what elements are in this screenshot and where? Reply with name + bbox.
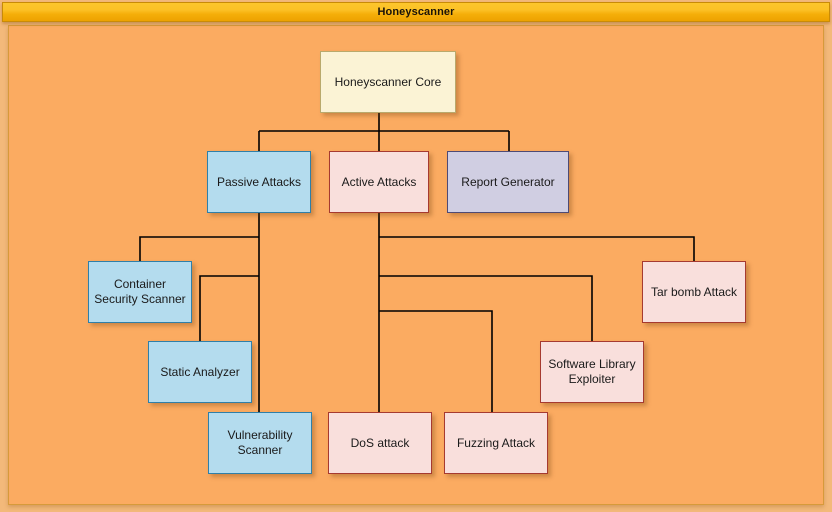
diagram-node-label: Static Analyzer [160, 364, 240, 379]
diagram-node-label: Fuzzing Attack [456, 435, 536, 450]
diagram-node-label: Tar bomb Attack [650, 284, 738, 299]
diagram-node-dos[interactable]: DoS attack [328, 412, 432, 474]
diagram-node-static[interactable]: Static Analyzer [148, 341, 252, 403]
diagram-node-label: Passive Attacks [216, 174, 302, 189]
diagram-node-report[interactable]: Report Generator [447, 151, 569, 213]
window-title-bar: Honeyscanner [2, 2, 830, 22]
connector-line [379, 275, 593, 341]
connector-line [139, 236, 259, 261]
diagram-node-tarbomb[interactable]: Tar bomb Attack [642, 261, 746, 323]
diagram-node-passive[interactable]: Passive Attacks [207, 151, 311, 213]
connector-line [199, 275, 259, 341]
diagram-node-label: DoS attack [350, 435, 410, 450]
diagram-node-label: Report Generator [461, 174, 555, 189]
edge-layer [139, 113, 695, 412]
diagram-node-fuzzing[interactable]: Fuzzing Attack [444, 412, 548, 474]
diagram-node-active[interactable]: Active Attacks [329, 151, 429, 213]
diagram-node-label: Active Attacks [341, 174, 417, 189]
connector-line [379, 236, 695, 261]
diagram-node-core[interactable]: Honeyscanner Core [320, 51, 456, 113]
diagram-node-label: Honeyscanner Core [334, 74, 442, 89]
connector-line [379, 310, 493, 412]
window-title: Honeyscanner [377, 5, 455, 18]
